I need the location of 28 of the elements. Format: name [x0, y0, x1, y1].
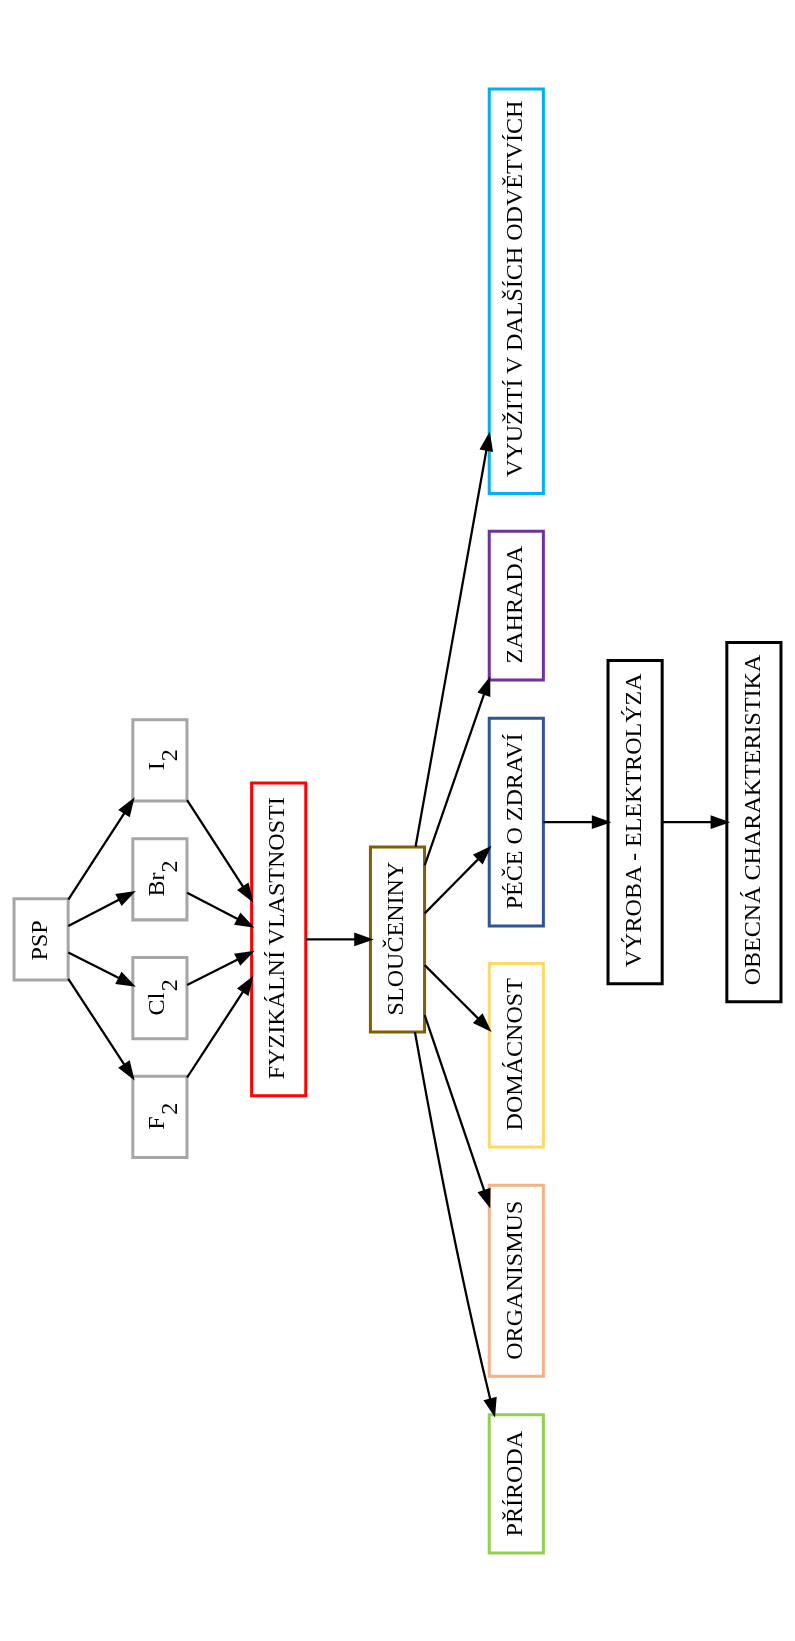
- arrow: [186, 799, 254, 903]
- node-box: VÝROBA - ELEKTROLÝZA: [606, 658, 664, 985]
- arrow: [67, 890, 136, 927]
- arrow: [67, 950, 136, 987]
- arrow: [305, 932, 374, 946]
- arrow: [543, 814, 612, 829]
- arrow: [186, 975, 254, 1078]
- node-box: PSP: [12, 896, 70, 982]
- node-box: SLOUČENINY: [368, 844, 427, 1033]
- arrow: [414, 430, 494, 847]
- arrow: [662, 814, 731, 829]
- arrow: [186, 891, 255, 928]
- arrow: [413, 1031, 497, 1417]
- node-box: ORGANISMUS: [487, 1183, 545, 1378]
- arrow: [186, 950, 255, 986]
- arrow: [423, 963, 492, 1032]
- node-box: ZAHRADA: [487, 529, 545, 682]
- arrow: [423, 675, 491, 866]
- arrow: [423, 1014, 491, 1208]
- node-box: PŘÍRODA: [487, 1412, 545, 1554]
- node-box: DOMÁCNOST: [487, 961, 545, 1148]
- arrow: [67, 977, 135, 1080]
- node-box: OBECNÁ CHARAKTERISTIKA: [725, 640, 783, 1003]
- arrow: [423, 845, 492, 914]
- node-box: VYUŽITÍ V DALŠÍCH ODVĚTVÍCH: [487, 87, 545, 495]
- node-box: PÉČE O ZDRAVÍ: [487, 716, 545, 927]
- node-box: FYZIKÁLNÍ VLASTNOSTI: [250, 781, 308, 1097]
- arrow: [67, 796, 135, 900]
